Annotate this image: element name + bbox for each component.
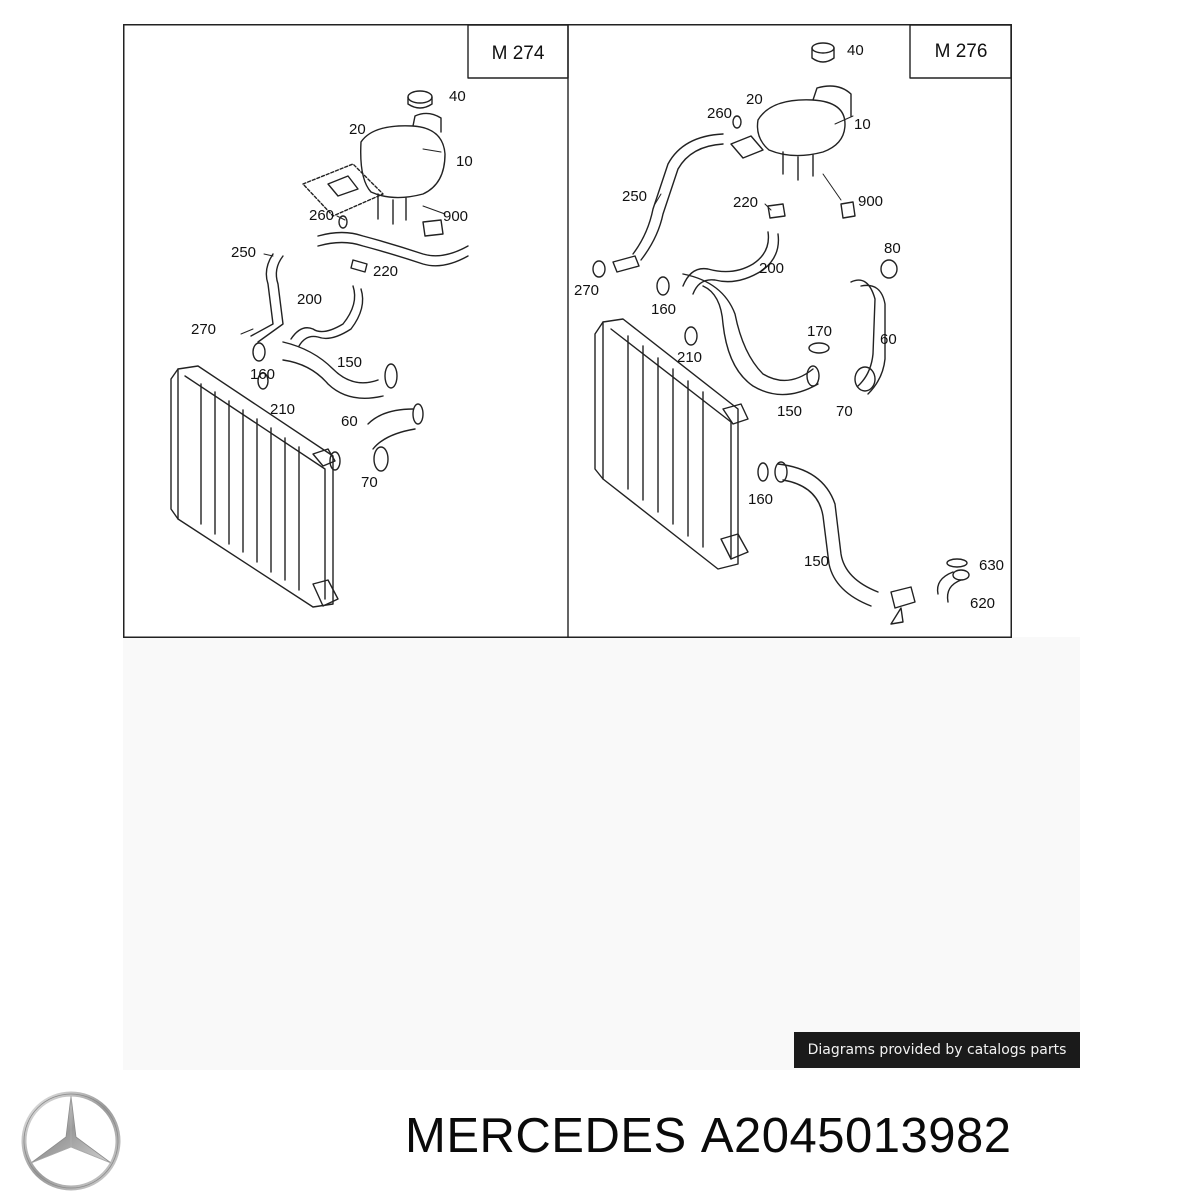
part-title: MERCEDES A2045013982 — [405, 1108, 1012, 1164]
callout-left-150: 150 — [337, 354, 362, 371]
callout-left-10: 10 — [456, 153, 473, 170]
hose-200-right — [682, 231, 780, 295]
callout-right-170: 170 — [807, 323, 832, 340]
callout-right-150-lower: 150 — [804, 553, 829, 570]
callout-right-620: 620 — [970, 595, 995, 612]
cap-40-left — [407, 90, 433, 109]
callout-left-260: 260 — [309, 207, 334, 224]
callout-left-160: 160 — [250, 366, 275, 383]
callout-right-200: 200 — [759, 260, 784, 277]
radiator-left — [170, 365, 339, 608]
callout-right-900: 900 — [858, 193, 883, 210]
brand-name: MERCEDES — [405, 1109, 687, 1163]
model-label-m274: M 274 — [492, 43, 545, 64]
clamps-left — [252, 215, 444, 471]
callout-right-60: 60 — [880, 331, 897, 348]
callout-right-80: 80 — [884, 240, 901, 257]
callout-right-70: 70 — [836, 403, 853, 420]
callout-left-270: 270 — [191, 321, 216, 338]
callout-left-210: 210 — [270, 401, 295, 418]
callout-right-220: 220 — [733, 194, 758, 211]
callout-left-250: 250 — [231, 244, 256, 261]
model-label-m276: M 276 — [935, 41, 988, 62]
callout-right-20: 20 — [746, 91, 763, 108]
parts-diagram: M 274 M 276 40 20 10 900 260 250 220 200… — [123, 24, 1012, 638]
diagram-caption: Diagrams provided by catalogs parts — [794, 1032, 1080, 1068]
callout-right-210: 210 — [677, 349, 702, 366]
hose-620-right — [936, 558, 970, 603]
callout-right-160-lower: 160 — [748, 491, 773, 508]
hose-60-left — [367, 403, 424, 472]
callout-left-220: 220 — [373, 263, 398, 280]
expansion-tank-right — [730, 85, 852, 181]
callout-right-250: 250 — [622, 188, 647, 205]
callout-left-70: 70 — [361, 474, 378, 491]
mercedes-star-logo — [21, 1091, 121, 1191]
callout-left-60: 60 — [341, 413, 358, 430]
expansion-tank-left — [302, 112, 446, 225]
model-box-right — [909, 24, 1012, 79]
callout-left-40: 40 — [449, 88, 466, 105]
leader-lines — [240, 115, 854, 335]
hose-250-right — [612, 133, 724, 273]
clamps-right — [592, 115, 898, 482]
hose-150-left — [282, 341, 398, 399]
hose-150-right-lower — [774, 461, 916, 625]
hose-60-right — [850, 279, 886, 395]
radiator-right — [594, 318, 749, 570]
hose-150-right-upper — [682, 273, 820, 396]
callout-right-260: 260 — [707, 105, 732, 122]
hose-200-left — [290, 285, 364, 347]
callout-right-10: 10 — [854, 116, 871, 133]
callout-right-150-upper: 150 — [777, 403, 802, 420]
model-box-left — [467, 24, 569, 79]
hose-250-left — [250, 231, 469, 343]
callout-left-900: 900 — [443, 208, 468, 225]
callout-right-630: 630 — [979, 557, 1004, 574]
callout-right-160: 160 — [651, 301, 676, 318]
callout-right-270: 270 — [574, 282, 599, 299]
part-number: A2045013982 — [700, 1109, 1012, 1163]
callout-left-20: 20 — [349, 121, 366, 138]
cap-40-right — [811, 42, 835, 63]
callout-left-200: 200 — [297, 291, 322, 308]
callout-right-40: 40 — [847, 42, 864, 59]
diagram-background — [123, 637, 1080, 1070]
